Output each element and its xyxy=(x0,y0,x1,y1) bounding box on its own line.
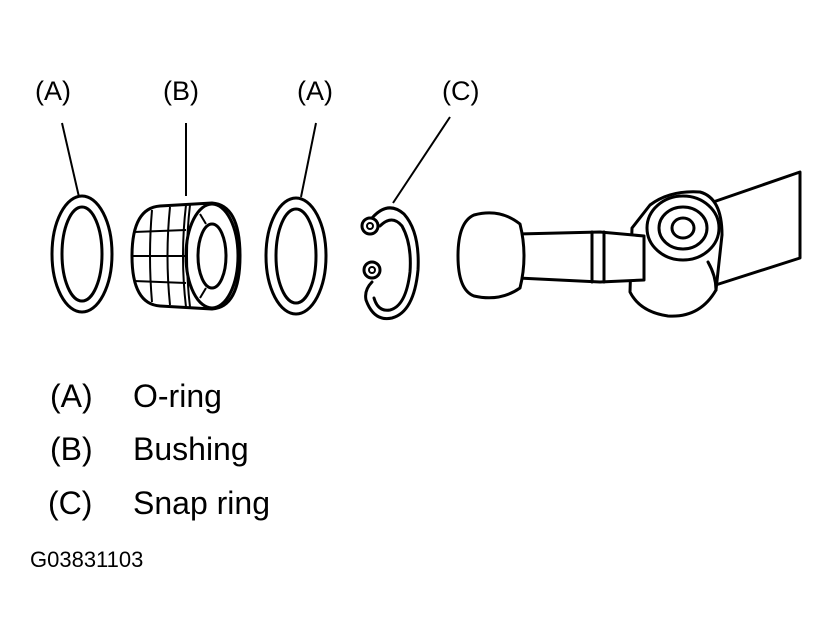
shift-rod-assembly xyxy=(456,170,802,318)
o-ring-left xyxy=(50,194,114,314)
legend-key-a: (A) xyxy=(50,378,93,414)
legend-key-c: (C) xyxy=(48,485,92,521)
legend-text-bushing: Bushing xyxy=(133,431,249,467)
callout-b: (B) xyxy=(163,76,199,106)
legend-row-b: (B) Bushing xyxy=(50,431,249,467)
legend-text-snap-ring: Snap ring xyxy=(133,485,270,521)
leader-line-a-left xyxy=(61,122,80,198)
legend-row-c: (C) Snap ring xyxy=(48,485,270,521)
figure-id: G03831103 xyxy=(30,547,143,572)
o-ring-right xyxy=(264,196,328,316)
leader-line-c xyxy=(392,116,451,204)
legend-row-a: (A) O-ring xyxy=(50,378,222,414)
callout-a-left: (A) xyxy=(35,76,71,106)
bushing xyxy=(130,201,242,311)
callout-c: (C) xyxy=(442,76,479,106)
callout-a-right: (A) xyxy=(297,76,333,106)
leader-line-a-right xyxy=(300,122,317,198)
snap-ring xyxy=(360,206,420,321)
legend: (A) O-ring (B) Bushing (C) Snap ring xyxy=(48,378,270,521)
legend-key-b: (B) xyxy=(50,431,93,467)
legend-text-o-ring: O-ring xyxy=(133,378,222,414)
